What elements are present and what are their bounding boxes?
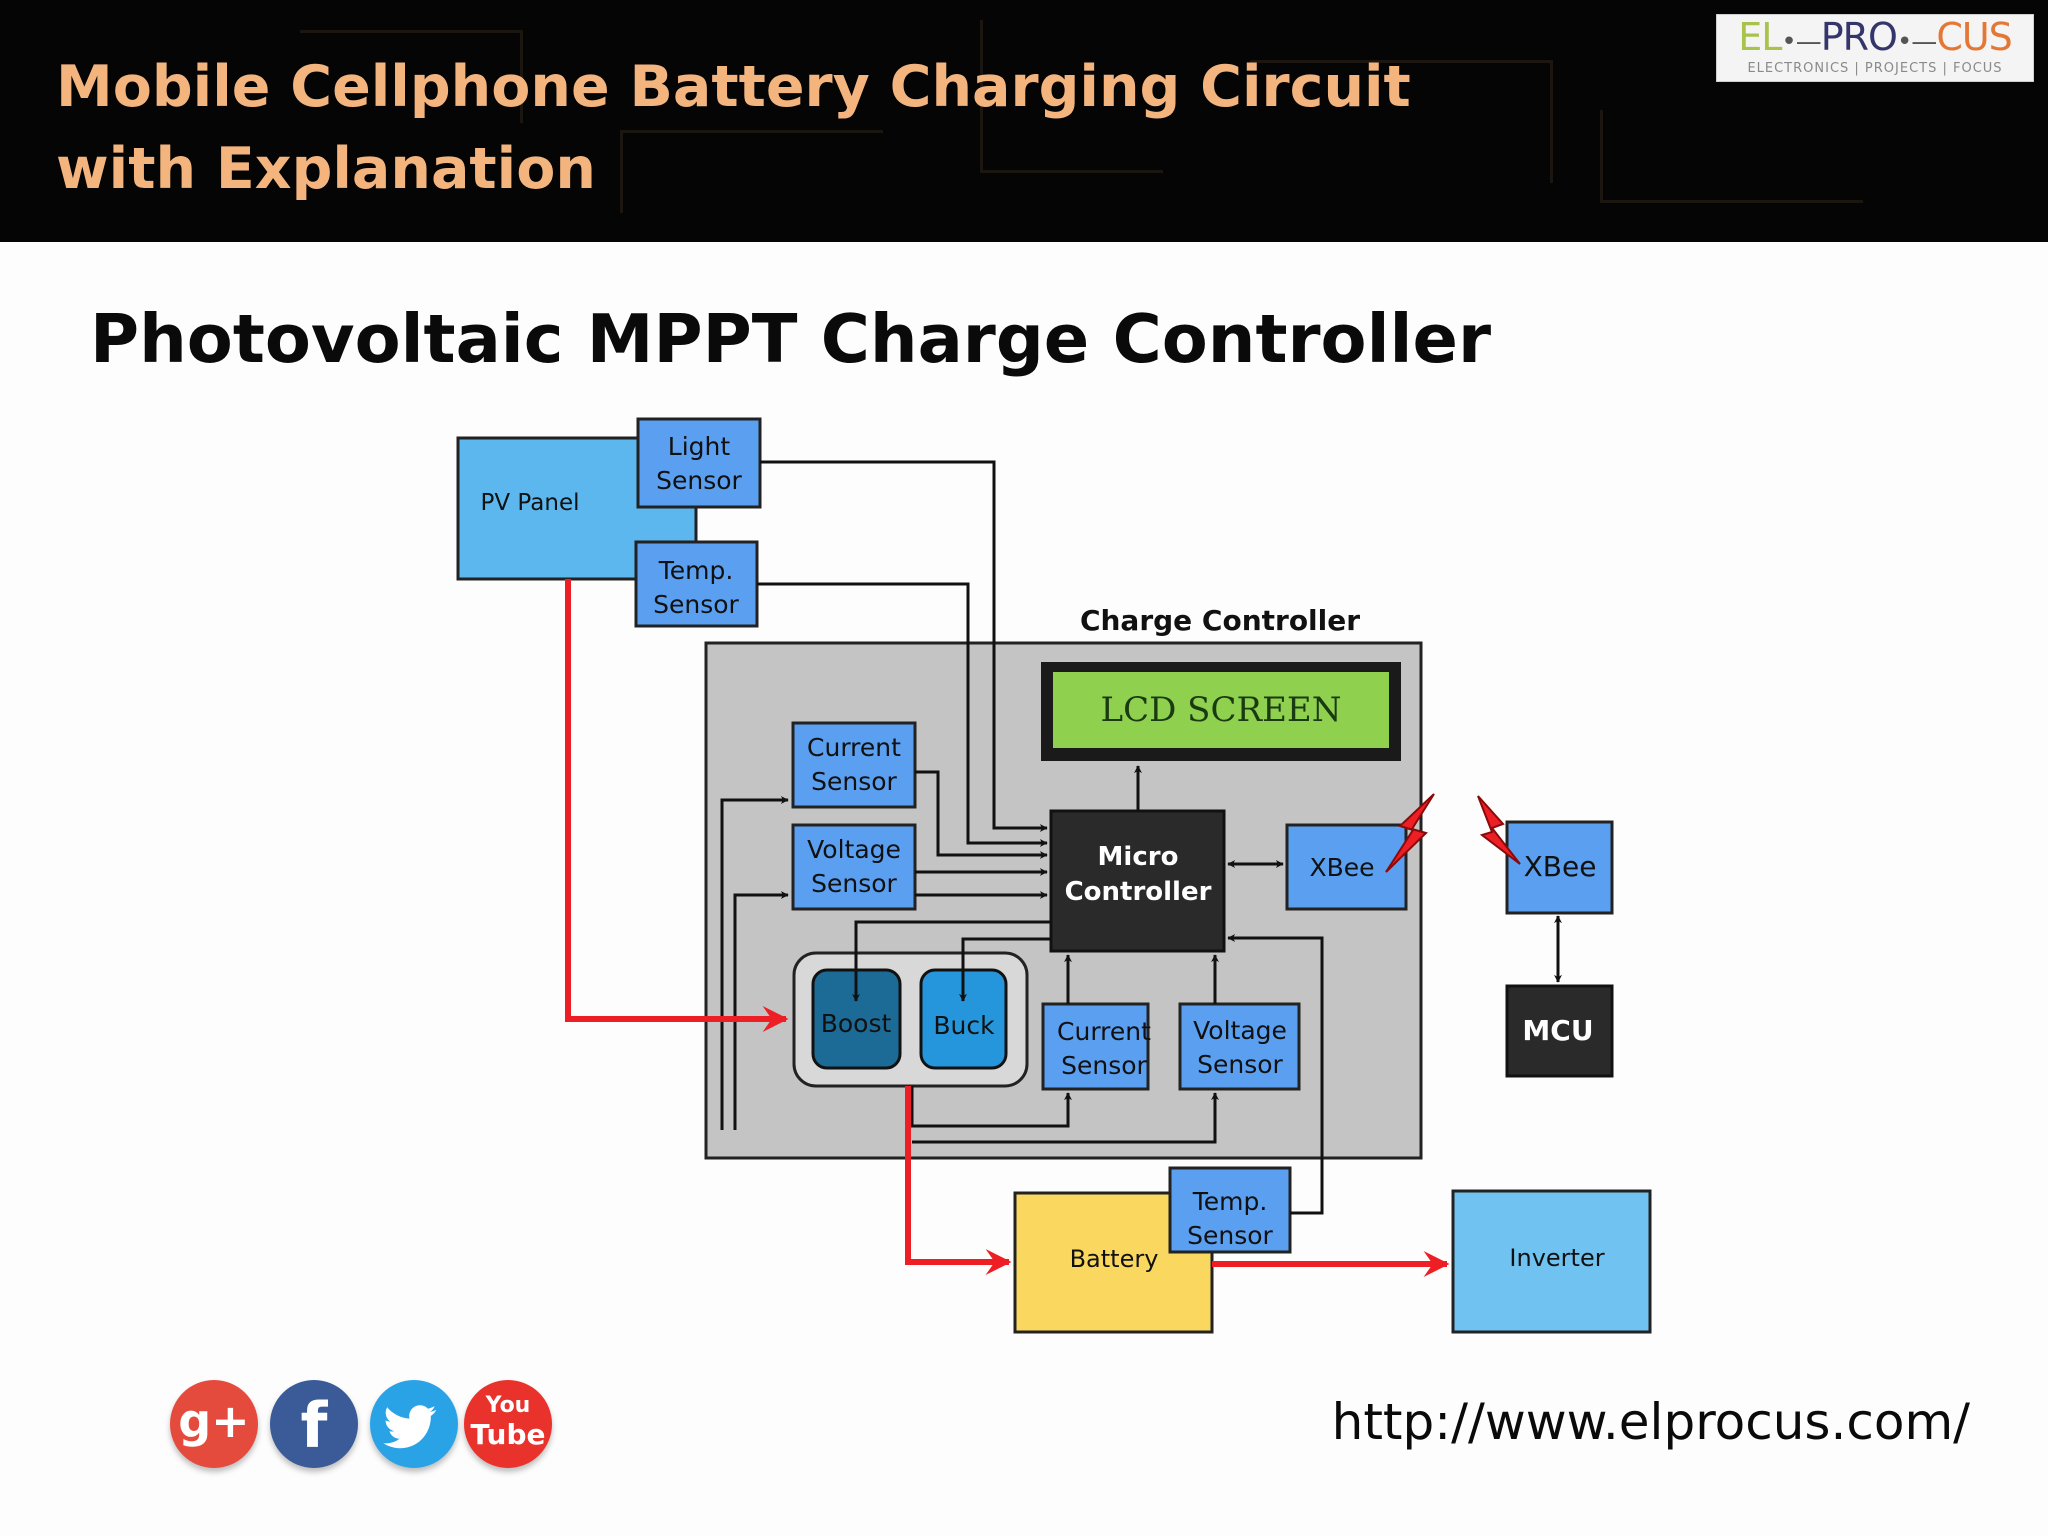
xbee-local bbox=[1285, 823, 1408, 911]
youtube-glyph-bottom: Tube bbox=[470, 1418, 546, 1451]
elprocus-logo: EL•—PRO•—CUS ELECTRONICS | PROJECTS | FO… bbox=[1716, 14, 2034, 82]
inverter bbox=[1451, 1189, 1652, 1334]
current-sensor-output-label: Current bbox=[1057, 1017, 1151, 1046]
signal-wire bbox=[733, 891, 789, 1130]
google-plus-icon[interactable]: g+ bbox=[170, 1380, 258, 1468]
voltage-sensor-input-label: Sensor bbox=[811, 869, 897, 898]
page-title: Mobile Cellphone Battery Charging Circui… bbox=[56, 54, 1411, 202]
social-links: g+ f You Tube bbox=[168, 1380, 558, 1472]
current-sensor-output-label: Sensor bbox=[1061, 1051, 1147, 1080]
current-sensor-input-label: Current bbox=[807, 733, 901, 762]
charge-controller-label: Charge Controller bbox=[1080, 604, 1360, 637]
facebook-glyph: f bbox=[300, 1389, 328, 1462]
current-sensor-output bbox=[1041, 1002, 1150, 1091]
micro-controller-label: Micro bbox=[1098, 842, 1179, 872]
inverter-label: Inverter bbox=[1509, 1244, 1604, 1272]
temp-sensor-pv-label: Sensor bbox=[653, 590, 739, 619]
twitter-icon[interactable] bbox=[370, 1380, 458, 1468]
logo-tagline: ELECTRONICS | PROJECTS | FOCUS bbox=[1747, 61, 2003, 76]
logo-wordmark: EL•—PRO•—CUS bbox=[1738, 15, 2013, 59]
twitter-bird-glyph bbox=[383, 1405, 437, 1449]
temp-sensor-battery-label: Temp. bbox=[1192, 1187, 1268, 1216]
light-sensor bbox=[636, 417, 762, 509]
circuit-trace-decoration bbox=[1250, 60, 1553, 183]
voltage-sensor-output-label: Voltage bbox=[1193, 1016, 1287, 1045]
temp-sensor-pv-label: Temp. bbox=[658, 556, 734, 585]
voltage-sensor-output bbox=[1178, 1002, 1301, 1091]
lcd-screen-display bbox=[1053, 672, 1389, 748]
control-wire bbox=[959, 937, 1051, 1002]
voltage-sensor-input-label: Voltage bbox=[807, 835, 901, 864]
temp-sensor-battery bbox=[1168, 1166, 1292, 1254]
wireless-signal-icon bbox=[1477, 795, 1521, 865]
lcd-screen-label: LCD SCREEN bbox=[1101, 690, 1342, 730]
wireless-signal-icon bbox=[1385, 793, 1435, 873]
youtube-icon[interactable]: You Tube bbox=[464, 1380, 552, 1468]
xbee-remote bbox=[1505, 820, 1614, 915]
light-sensor-label: Light bbox=[668, 432, 731, 461]
xbee-remote-label: XBee bbox=[1524, 850, 1597, 883]
mcu-label: MCU bbox=[1522, 1014, 1593, 1047]
section-title: Photovoltaic MPPT Charge Controller bbox=[90, 300, 1491, 378]
voltage-sensor-input bbox=[791, 823, 917, 911]
buck-converter-label: Buck bbox=[933, 1011, 995, 1040]
circuit-trace-decoration bbox=[300, 30, 523, 123]
power-line bbox=[565, 579, 789, 1032]
current-sensor-input-label: Sensor bbox=[811, 767, 897, 796]
micro-controller bbox=[1049, 809, 1226, 953]
boost-converter-label: Boost bbox=[821, 1009, 892, 1038]
output-sense-wire bbox=[910, 1086, 1072, 1128]
temp-feedback-wire bbox=[1227, 934, 1324, 1215]
signal-wire bbox=[915, 770, 1048, 859]
xbee-local-label: XBee bbox=[1309, 853, 1374, 882]
circuit-trace-decoration bbox=[980, 20, 1163, 173]
pv-panel-label: PV Panel bbox=[481, 490, 580, 516]
facebook-icon[interactable]: f bbox=[270, 1380, 358, 1468]
control-wire bbox=[852, 920, 1051, 1002]
power-line bbox=[905, 1086, 1012, 1275]
output-sense-wire bbox=[912, 1092, 1219, 1144]
battery-label: Battery bbox=[1070, 1245, 1159, 1273]
google-plus-glyph: g+ bbox=[178, 1394, 250, 1448]
signal-wire bbox=[760, 460, 1048, 832]
youtube-glyph-top: You bbox=[485, 1393, 531, 1418]
signal-wire bbox=[757, 582, 1048, 847]
footer-url[interactable]: http://www.elprocus.com/ bbox=[1331, 1393, 1970, 1451]
circuit-trace-decoration bbox=[620, 130, 883, 213]
circuit-trace-decoration bbox=[1600, 110, 1863, 203]
micro-controller-label: Controller bbox=[1065, 877, 1212, 907]
header-banner: Mobile Cellphone Battery Charging Circui… bbox=[0, 0, 2048, 242]
light-sensor-label: Sensor bbox=[656, 466, 742, 495]
current-sensor-input bbox=[791, 721, 917, 809]
temp-sensor-battery-label: Sensor bbox=[1187, 1221, 1273, 1250]
mcu-box bbox=[1505, 984, 1614, 1078]
voltage-sensor-output-label: Sensor bbox=[1197, 1050, 1283, 1079]
temp-sensor-pv bbox=[634, 540, 759, 628]
